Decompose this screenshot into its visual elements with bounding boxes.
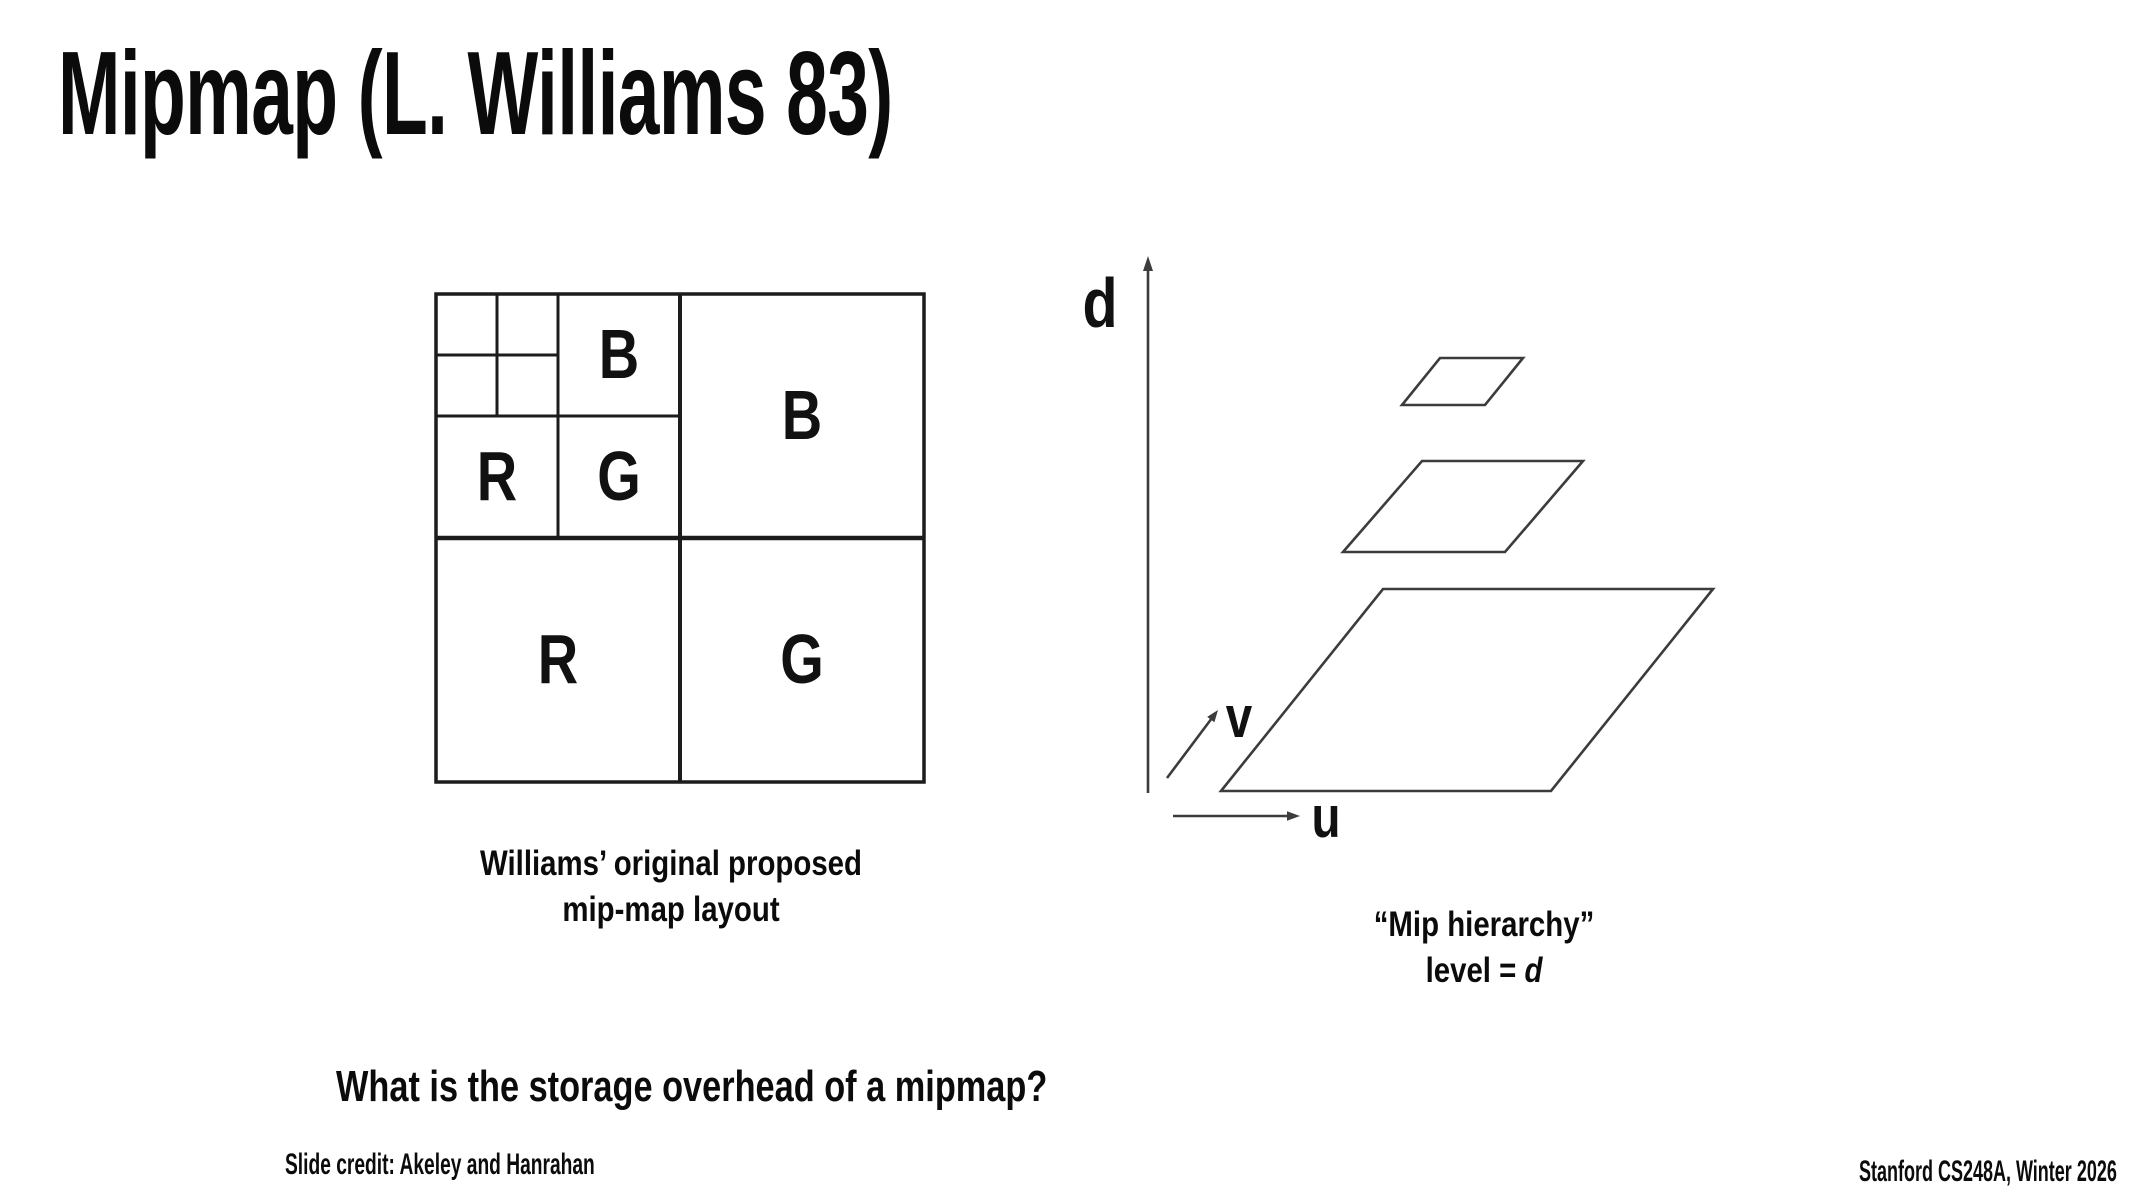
hierarchy-caption-level-var: d [1524,951,1543,990]
mip-hierarchy-diagram: d v u [1082,256,1716,851]
channel-label-g-level1: G [780,621,824,698]
mip-level-2-quad [1399,356,1526,407]
layout-caption: Williams’ original proposed mip-map layo… [464,841,879,933]
hierarchy-caption: “Mip hierarchy” level = d [1316,902,1652,994]
d-axis-arrowhead [1143,256,1153,271]
mipmap-layout-diagram: B R G B R G [434,292,926,784]
v-axis-line [1165,717,1214,779]
u-axis-label: u [1311,786,1340,851]
hierarchy-caption-line2: level = d [1316,948,1652,994]
v-axis-label: v [1226,686,1253,751]
channel-label-g-level2: G [597,438,641,515]
u-axis-arrowhead [1287,811,1300,821]
hierarchy-caption-line1: “Mip hierarchy” [1373,905,1595,944]
mip-level-0-quad [1218,587,1716,793]
course-footer: Stanford CS248A, Winter 2026 [1859,1155,2117,1188]
channel-label-b-level3: B [599,316,639,393]
channel-label-r-level2: R [477,438,517,515]
hierarchy-caption-level-prefix: level = [1425,951,1525,990]
slide-title: Mipmap (L. Williams 83) [58,27,893,160]
question-text: What is the storage overhead of a mipmap… [336,1062,1048,1111]
channel-label-r-level1: R [538,621,578,698]
layout-caption-line2: mip-map layout [562,890,780,929]
mip-level-1-quad [1340,459,1586,554]
d-axis-label: d [1082,264,1117,343]
slide-credit: Slide credit: Akeley and Hanrahan [285,1148,595,1181]
channel-label-b-level1: B [782,377,822,454]
layout-caption-line1: Williams’ original proposed [479,844,862,883]
